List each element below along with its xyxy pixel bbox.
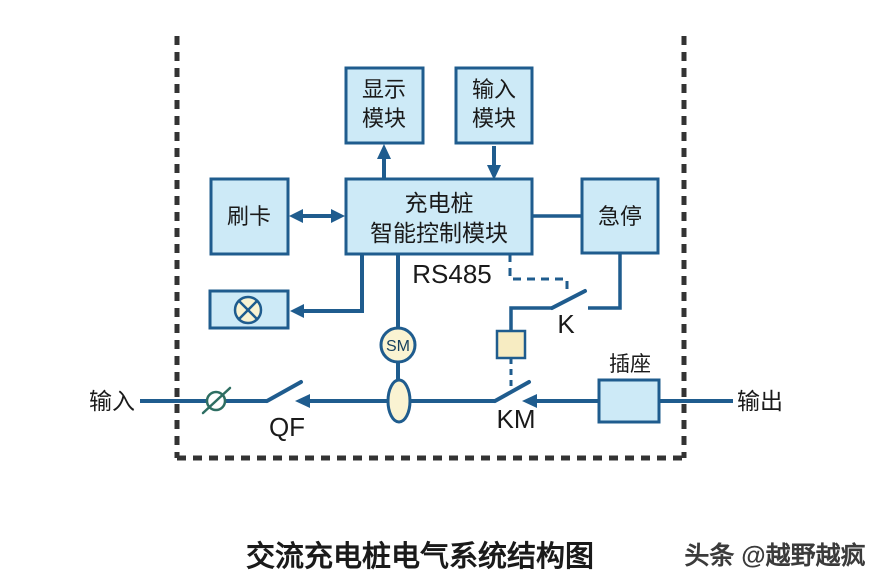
- current-transformer-ellipse: [386, 378, 412, 424]
- arrowhead-lamp-left: [290, 304, 304, 318]
- estop-label: 急停: [598, 204, 642, 229]
- socket-label: 插座: [609, 353, 651, 376]
- wire-k-to-coil: [509, 306, 552, 331]
- display-module-box: [344, 66, 425, 145]
- input-module-label-1: 输入: [472, 77, 516, 102]
- arrowhead-inputmodule-down: [487, 165, 501, 180]
- arrowhead-card-right: [331, 209, 345, 223]
- card-reader-box: [209, 177, 290, 256]
- arrowhead-km-left: [522, 394, 537, 408]
- wire-lamp-branch: [303, 254, 364, 313]
- watermark: 头条 @越野越疯: [684, 541, 865, 570]
- input-module-label-2: 模块: [472, 106, 516, 131]
- rs485-label: RS485: [412, 259, 492, 289]
- display-module-label-2: 模块: [362, 106, 406, 131]
- dashed-control-line-k: [508, 254, 569, 292]
- km-label: KM: [497, 404, 536, 434]
- breaker-slash-symbol: [201, 386, 232, 415]
- controller-label-2: 智能控制模块: [370, 220, 508, 246]
- page-title: 交流充电桩电气系统结构图: [246, 539, 594, 573]
- display-module-label-1: 显示: [362, 77, 406, 102]
- arrowhead-qf-left: [295, 394, 310, 408]
- sm-label: SM: [386, 338, 410, 355]
- card-reader-label: 刷卡: [227, 204, 271, 229]
- arrowhead-card-left: [289, 209, 303, 223]
- lamp-symbol-cross: [237, 299, 259, 321]
- sm-meter-circle: [379, 326, 417, 364]
- controller-label-1: 充电桩: [405, 190, 474, 216]
- k-switch-blade: [550, 289, 587, 310]
- k-label: K: [557, 309, 575, 339]
- contactor-coil: [495, 329, 527, 360]
- socket-box: [597, 378, 661, 424]
- estop-box: [580, 177, 660, 255]
- qf-breaker-blade: [265, 380, 303, 403]
- qf-label: QF: [269, 412, 305, 442]
- arrowhead-display-up: [377, 144, 391, 159]
- km-contactor-blade: [493, 380, 531, 403]
- output-terminal-label: 输出: [737, 388, 783, 414]
- wire-estop-to-k: [588, 253, 622, 310]
- input-terminal-label: 输入: [89, 388, 135, 414]
- input-module-box: [454, 66, 534, 145]
